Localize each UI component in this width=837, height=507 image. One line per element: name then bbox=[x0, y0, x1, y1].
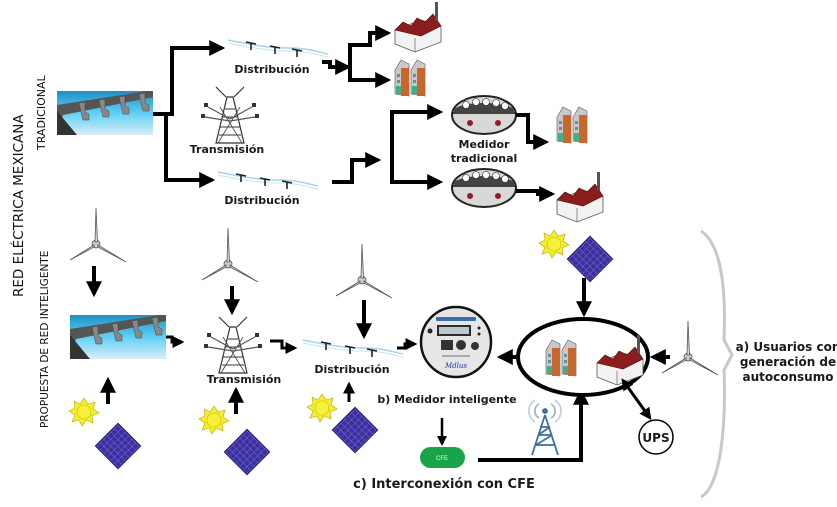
label-interconnection: c) Interconexión con CFE bbox=[353, 477, 535, 492]
solar-panel-icon bbox=[94, 422, 142, 470]
sun-icon bbox=[68, 397, 100, 427]
traditional-meter-icon bbox=[451, 95, 517, 135]
antenna-tower-icon bbox=[528, 399, 562, 456]
houses-icon bbox=[394, 59, 426, 97]
ups-label: UPS bbox=[642, 431, 669, 445]
sun-icon bbox=[538, 229, 570, 259]
arrow-transmission-to-distribution bbox=[270, 339, 298, 354]
arrow-to-meter-bottom bbox=[390, 160, 444, 190]
transmission-tower-icon bbox=[200, 86, 260, 144]
arrow-distribution-to-meter bbox=[397, 338, 418, 350]
smart-meter-icon: Mdlus bbox=[419, 305, 493, 379]
solar-panel-icon bbox=[566, 235, 614, 283]
transmission-tower-icon bbox=[203, 316, 263, 374]
arrow-to-distribution-bottom bbox=[164, 114, 216, 188]
label-distribution-bottom: Distribución bbox=[224, 194, 299, 207]
traditional-meter-icon bbox=[451, 168, 517, 208]
main-title: RED ELÉCTRICA MEXICANA bbox=[10, 114, 27, 297]
factory-icon bbox=[394, 1, 442, 53]
wind-turbine-icon bbox=[661, 320, 719, 376]
distribution-lines-icon bbox=[217, 171, 319, 190]
wind-turbine-icon bbox=[69, 207, 127, 263]
label-meter-line1: Medidor bbox=[459, 138, 510, 151]
arrow-cfe-to-users bbox=[478, 388, 589, 462]
distribution-lines-icon bbox=[302, 339, 404, 358]
wind-turbine-icon bbox=[201, 227, 259, 283]
wind-turbine-icon bbox=[335, 243, 393, 299]
label-users-line1: a) Usuarios con bbox=[736, 340, 837, 354]
arrow-to-houses bbox=[348, 67, 392, 88]
label-distribution-top: Distribución bbox=[234, 63, 309, 76]
label-users-line3: autoconsumo bbox=[743, 370, 834, 384]
arrow-to-meter-top bbox=[390, 104, 444, 160]
arrow-users-ups-bidirectional bbox=[621, 378, 652, 420]
factory-icon bbox=[556, 171, 604, 223]
sun-icon bbox=[198, 405, 230, 435]
label-meter-line2: tradicional bbox=[451, 152, 518, 165]
distribution-lines-icon bbox=[227, 39, 329, 58]
arrow-meter-to-factory bbox=[516, 186, 556, 202]
solar-panel-icon bbox=[223, 428, 271, 476]
label-users-line2: generación de bbox=[740, 355, 836, 369]
solar-panel-icon bbox=[331, 406, 379, 454]
label-smart-distribution: Distribución bbox=[314, 363, 389, 376]
hydro-dam-icon bbox=[69, 314, 167, 360]
arrow-connector bbox=[332, 152, 382, 184]
label-smart-meter: b) Medidor inteligente bbox=[377, 393, 516, 406]
section-label-smart-grid: PROPUESTA DE RED INTELIGENTE bbox=[39, 251, 51, 428]
houses-icon bbox=[556, 106, 588, 144]
cfe-label: CFE bbox=[436, 456, 448, 462]
arrow-to-distribution-top bbox=[153, 40, 226, 116]
grouping-brace bbox=[700, 229, 734, 499]
section-label-traditional: TRADICIONAL bbox=[35, 75, 48, 151]
sun-icon bbox=[306, 393, 338, 423]
arrow-to-factory bbox=[348, 25, 392, 67]
arrow-meter-to-houses bbox=[516, 113, 550, 150]
meter-brand: Mdlus bbox=[444, 362, 467, 370]
label-transmission: Transmisión bbox=[190, 143, 264, 156]
hydro-dam-icon bbox=[56, 90, 154, 136]
arrow-connector bbox=[322, 59, 352, 75]
label-smart-transmission: Transmisión bbox=[207, 373, 281, 386]
ups-node bbox=[638, 419, 674, 455]
cfe-node: CFE bbox=[420, 447, 465, 468]
arrow-dam-to-transmission bbox=[166, 335, 185, 348]
